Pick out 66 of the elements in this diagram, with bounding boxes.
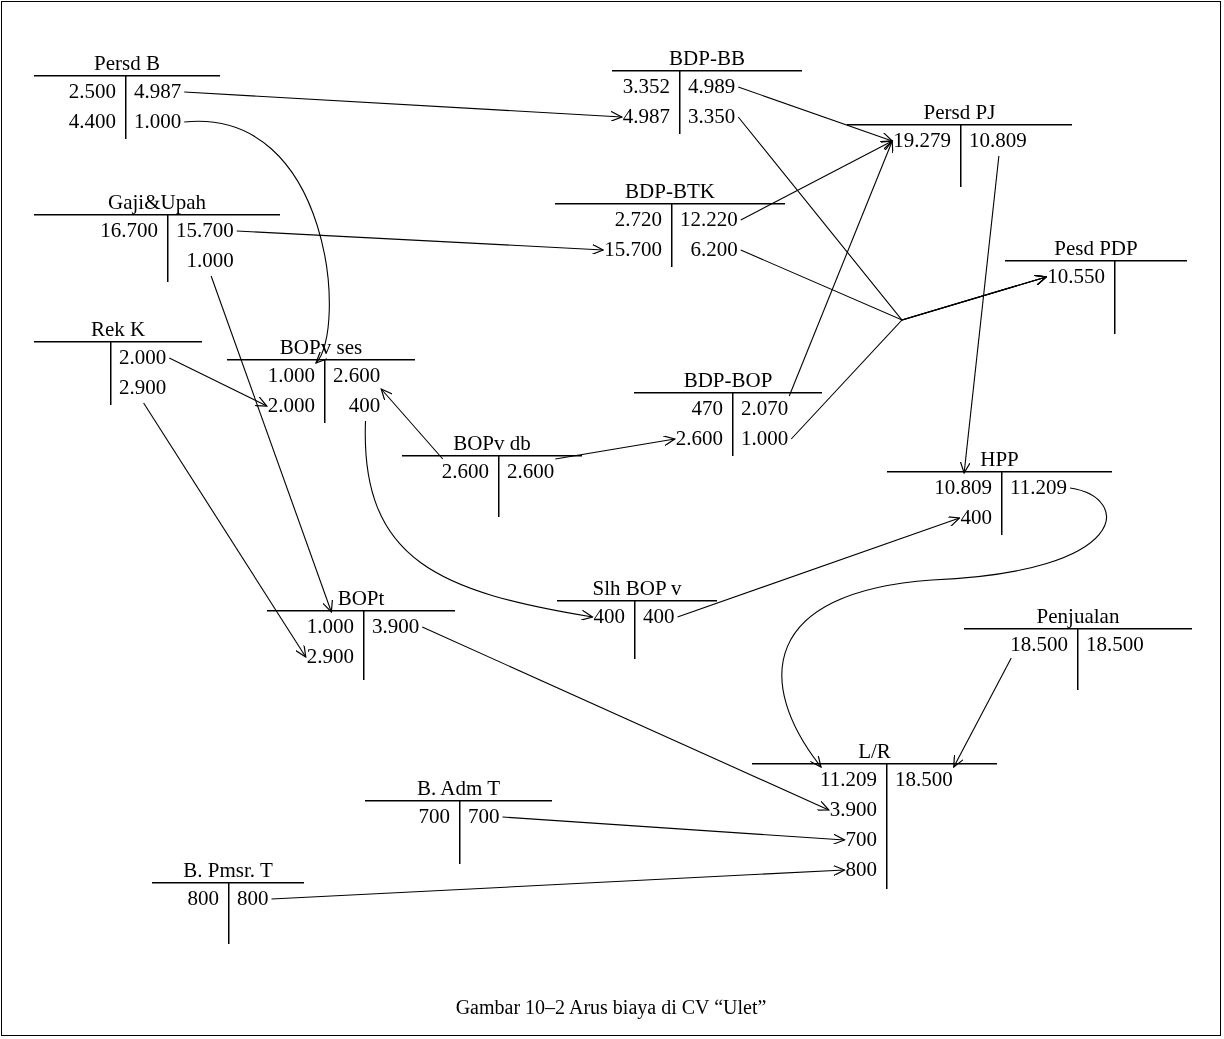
- amount: 1.000: [267, 360, 315, 390]
- amount: 15.700: [176, 215, 234, 245]
- amount: 2.900: [306, 641, 354, 671]
- amount: 2.500: [68, 76, 116, 106]
- account-title: B. Pmsr. T: [183, 858, 273, 882]
- account-title: BDP-BB: [669, 46, 745, 70]
- amount: 4.989: [688, 71, 736, 101]
- amount: 2.600: [333, 360, 381, 390]
- amount: 2.600: [507, 456, 555, 486]
- amount: 2.000: [119, 342, 167, 372]
- amount: 3.900: [372, 611, 420, 641]
- amount: 400: [643, 601, 675, 631]
- amount: 10.809: [969, 125, 1027, 155]
- amount: 2.070: [741, 393, 789, 423]
- amount: 2.000: [267, 390, 315, 420]
- amount: 700: [845, 824, 877, 854]
- account-title: BOPv db: [453, 431, 531, 455]
- amount: 1.000: [306, 611, 354, 641]
- amount: 700: [468, 801, 500, 831]
- amount: 18.500: [1086, 629, 1144, 659]
- account-title: BDP-BOP: [683, 368, 773, 392]
- amount: 3.352: [622, 71, 670, 101]
- amount: 19.279: [893, 125, 951, 155]
- amount: 2.720: [614, 204, 662, 234]
- amount: 2.600: [441, 456, 489, 486]
- account-title: HPP: [980, 447, 1019, 471]
- amount: 10.550: [1047, 261, 1105, 291]
- amount: 1.000: [134, 106, 182, 136]
- amount: 400: [593, 601, 625, 631]
- amount: 3.900: [829, 794, 877, 824]
- amount: 400: [960, 502, 992, 532]
- amount: 2.600: [675, 423, 723, 453]
- amount: 4.400: [68, 106, 116, 136]
- amount: 11.209: [820, 764, 877, 794]
- amount: 18.500: [895, 764, 953, 794]
- amount: 15.700: [604, 234, 662, 264]
- amount: 18.500: [1010, 629, 1068, 659]
- amount: 11.209: [1010, 472, 1067, 502]
- account-title: Rek K: [90, 317, 146, 341]
- account-title: Penjualan: [1036, 604, 1120, 628]
- amount: 1.000: [186, 245, 234, 275]
- amount: 700: [418, 801, 450, 831]
- account-title: Persd PJ: [923, 100, 996, 124]
- account-title: Gaji&Upah: [108, 190, 206, 214]
- account-title: Persd B: [94, 51, 160, 75]
- amount: 10.809: [934, 472, 992, 502]
- amount: 800: [845, 854, 877, 884]
- amount: 12.220: [680, 204, 738, 234]
- account-title: BOPt: [337, 586, 385, 610]
- account-title: Slh BOP v: [592, 576, 682, 600]
- amount: 16.700: [100, 215, 158, 245]
- figure-caption: Gambar 10–2 Arus biaya di CV “Ulet”: [455, 996, 767, 1018]
- amount: 4.987: [134, 76, 182, 106]
- amount: 800: [187, 883, 219, 913]
- account-title: B. Adm T: [416, 776, 500, 800]
- amount: 3.350: [688, 101, 736, 131]
- account-title: L/R: [858, 739, 891, 763]
- amount: 400: [348, 390, 381, 420]
- amount: 6.200: [690, 234, 738, 264]
- amount: 2.900: [119, 372, 167, 402]
- amount: 1.000: [741, 423, 789, 453]
- account-title: BDP-BTK: [625, 179, 715, 203]
- account-title: Pesd PDP: [1054, 236, 1138, 260]
- amount: 470: [691, 393, 723, 423]
- amount: 4.987: [622, 101, 670, 131]
- amount: 800: [237, 883, 269, 913]
